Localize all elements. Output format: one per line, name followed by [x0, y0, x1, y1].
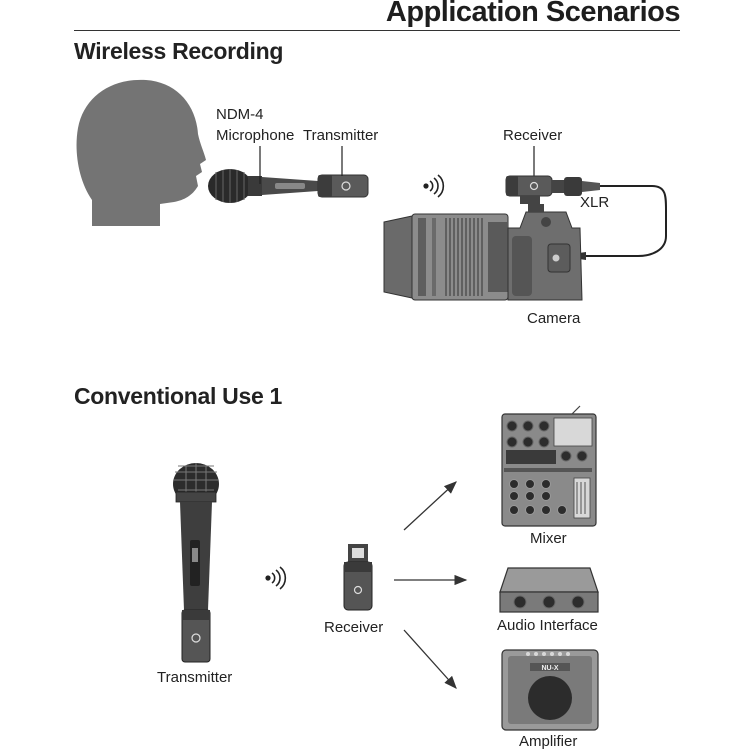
- amplifier-brand-label: NU-X: [541, 665, 558, 672]
- camera-icon: [383, 204, 583, 301]
- label-xlr: XLR: [580, 194, 610, 211]
- label-microphone: Microphone: [216, 127, 295, 144]
- label-camera: Camera: [527, 310, 581, 327]
- transmitter-icon: [181, 609, 211, 663]
- label-audio-interface: Audio Interface: [497, 617, 598, 634]
- wireless-signal-icon: [423, 174, 445, 198]
- label-transmitter: Transmitter: [157, 669, 233, 686]
- section-heading-conventional-use: Conventional Use 1: [74, 383, 283, 409]
- microphone-icon: [208, 169, 318, 203]
- label-mixer: Mixer: [530, 530, 567, 547]
- handheld-microphone-icon: [173, 463, 219, 610]
- title-divider: [74, 30, 680, 31]
- arrow-to-mixer: [403, 481, 457, 531]
- label-receiver: Receiver: [503, 127, 563, 144]
- mixer-icon: [501, 405, 597, 527]
- audio-interface-icon: [499, 567, 599, 613]
- receiver-icon: [343, 544, 373, 611]
- wireless-signal-icon: [265, 566, 287, 590]
- amplifier-icon: NU-X: [501, 649, 599, 731]
- arrow-to-amplifier: [403, 629, 457, 689]
- label-receiver: Receiver: [324, 619, 384, 636]
- xlr-cable: [586, 185, 667, 257]
- page-title: Application Scenarios: [385, 0, 681, 28]
- receiver-icon: [505, 175, 600, 204]
- person-head-icon: [76, 79, 206, 226]
- transmitter-icon: [317, 174, 369, 198]
- label-amplifier: Amplifier: [519, 733, 578, 750]
- section-heading-wireless-recording: Wireless Recording: [74, 38, 284, 64]
- label-transmitter: Transmitter: [303, 127, 379, 144]
- label-ndm-4: NDM-4: [216, 106, 264, 123]
